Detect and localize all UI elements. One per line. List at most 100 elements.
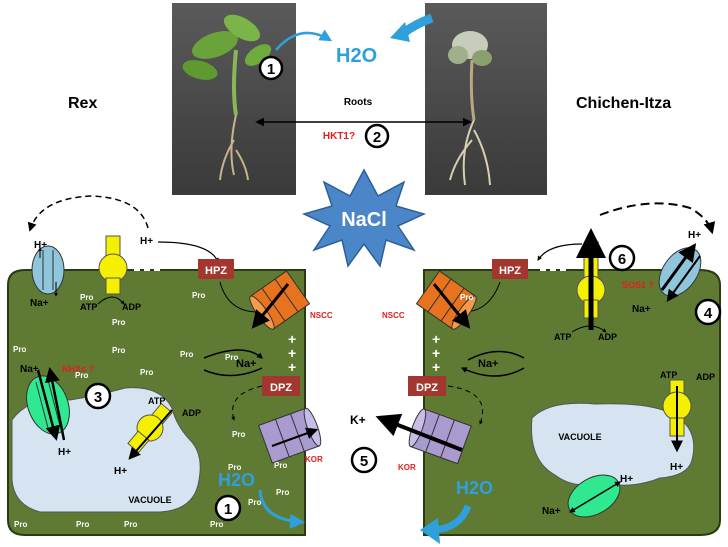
left-antiport-na: Na+: [30, 298, 49, 309]
right-pro-labels: Pro: [460, 293, 473, 302]
right-vac-atp: ATP: [660, 370, 677, 380]
left-pro-labels: Pro Pro Pro Pro Pro Pro Pro Pro Pro Pro …: [13, 291, 289, 529]
nacl-burst: NaCl: [301, 168, 427, 268]
marker-2: 2: [364, 123, 390, 149]
svg-text:Pro: Pro: [13, 345, 26, 354]
svg-text:+: +: [432, 331, 440, 347]
left-nhx-label: NHXs ?: [62, 364, 94, 374]
svg-text:+: +: [432, 359, 440, 375]
marker-3: 3: [84, 382, 112, 410]
svg-text:4: 4: [704, 305, 713, 322]
marker-1-left: 1: [214, 494, 242, 522]
right-vacuolar-atpase: [662, 379, 692, 453]
svg-text:Pro: Pro: [140, 368, 153, 377]
right-atp: ATP: [554, 332, 571, 342]
svg-text:Pro: Pro: [76, 520, 89, 529]
marker-6: 6: [608, 244, 636, 272]
cultivar-chichen-itza: Chichen-Itza: [576, 95, 671, 112]
water-label-top: H2O: [336, 45, 377, 67]
left-vac-pump-flux: [128, 409, 173, 460]
svg-text:Pro: Pro: [192, 291, 205, 300]
left-dpz: DPZ: [262, 376, 300, 396]
svg-text:Pro: Pro: [228, 463, 241, 472]
svg-text:Pro: Pro: [232, 430, 245, 439]
svg-text:Pro: Pro: [274, 461, 287, 470]
marker-1-top: 1: [258, 55, 284, 81]
left-vac-h: H+: [114, 466, 127, 477]
roots-label: Roots: [344, 97, 373, 108]
right-positive-charges: + + +: [432, 331, 440, 375]
right-dpz: DPZ: [408, 376, 446, 396]
left-na-h-antiporter: [31, 245, 65, 297]
left-water-label: H2O: [218, 470, 255, 490]
left-water-efflux: [258, 489, 305, 529]
right-na-cytosol: Na+: [478, 358, 499, 370]
left-nscc-label: NSCC: [310, 311, 333, 320]
svg-text:HPZ: HPZ: [499, 265, 521, 277]
left-h-atpase: [98, 235, 128, 295]
hkt1-label: HKT1?: [323, 131, 355, 142]
right-kor-channel: [408, 408, 472, 465]
photo-rex: [172, 3, 296, 195]
left-vac-adp: ADP: [182, 408, 201, 418]
water-loss-arrow-left: [275, 29, 333, 51]
left-nhx-h: H+: [58, 447, 71, 458]
right-nhx-exchanger: [567, 474, 622, 518]
right-dashed-cycle: [599, 202, 716, 235]
svg-text:Pro: Pro: [112, 318, 125, 327]
right-adp: ADP: [598, 332, 617, 342]
svg-text:+: +: [288, 359, 296, 375]
right-nhx-na: Na+: [542, 506, 561, 517]
left-dashed-cycle: [27, 195, 149, 232]
right-water-label: H2O: [456, 478, 493, 498]
svg-text:+: +: [288, 331, 296, 347]
left-h-efflux: H+: [140, 236, 153, 247]
right-h-atpase: [576, 228, 606, 330]
svg-text:Pro: Pro: [210, 520, 223, 529]
svg-text:Pro: Pro: [124, 520, 137, 529]
right-nhx-h: H+: [620, 474, 633, 485]
left-antiport-h: H+: [34, 240, 47, 251]
left-vacuole-label: VACUOLE: [128, 495, 171, 505]
left-adp: ADP: [122, 302, 141, 312]
svg-text:Pro: Pro: [460, 293, 473, 302]
right-vac-h: H+: [670, 462, 683, 473]
svg-text:1: 1: [224, 501, 232, 518]
right-cell: VACUOLE: [423, 269, 721, 536]
right-vac-adp: ADP: [696, 372, 715, 382]
svg-text:DPZ: DPZ: [270, 382, 292, 394]
svg-text:1: 1: [267, 61, 275, 78]
left-positive-charges: + + +: [288, 331, 296, 375]
right-hpz: HPZ: [492, 259, 528, 279]
k-plus-label: K+: [350, 413, 366, 427]
svg-text:Pro: Pro: [14, 520, 27, 529]
svg-text:Pro: Pro: [112, 346, 125, 355]
marker-4: 4: [694, 298, 722, 326]
right-sos1-antiporter: [658, 243, 702, 302]
water-arrowhead: [390, 22, 410, 42]
svg-text:HPZ: HPZ: [205, 265, 227, 277]
right-nscc-flux: [432, 283, 471, 329]
left-kor-label: KOR: [305, 455, 323, 464]
right-sos-label: SOS1 ?: [622, 280, 654, 290]
left-atp: ATP: [80, 302, 97, 312]
svg-text:5: 5: [360, 453, 368, 470]
svg-text:Pro: Pro: [180, 350, 193, 359]
svg-text:2: 2: [373, 129, 381, 146]
photo-chichen-itza: [425, 3, 547, 195]
left-nhx-na: Na+: [20, 364, 39, 375]
left-na-cytosol: Na+: [236, 358, 257, 370]
left-hpz: HPZ: [198, 259, 234, 279]
svg-text:+: +: [288, 345, 296, 361]
right-nscc-label: NSCC: [382, 311, 405, 320]
svg-text:Pro: Pro: [75, 371, 88, 380]
right-kor-flux: [375, 413, 463, 452]
left-nhx-exchanger: [26, 367, 70, 441]
marker-5: 5: [350, 446, 378, 474]
right-vacuole-label: VACUOLE: [558, 432, 601, 442]
right-vacuole: [530, 402, 695, 486]
cultivar-rex: Rex: [68, 95, 97, 112]
right-antiport-na: Na+: [632, 304, 651, 315]
